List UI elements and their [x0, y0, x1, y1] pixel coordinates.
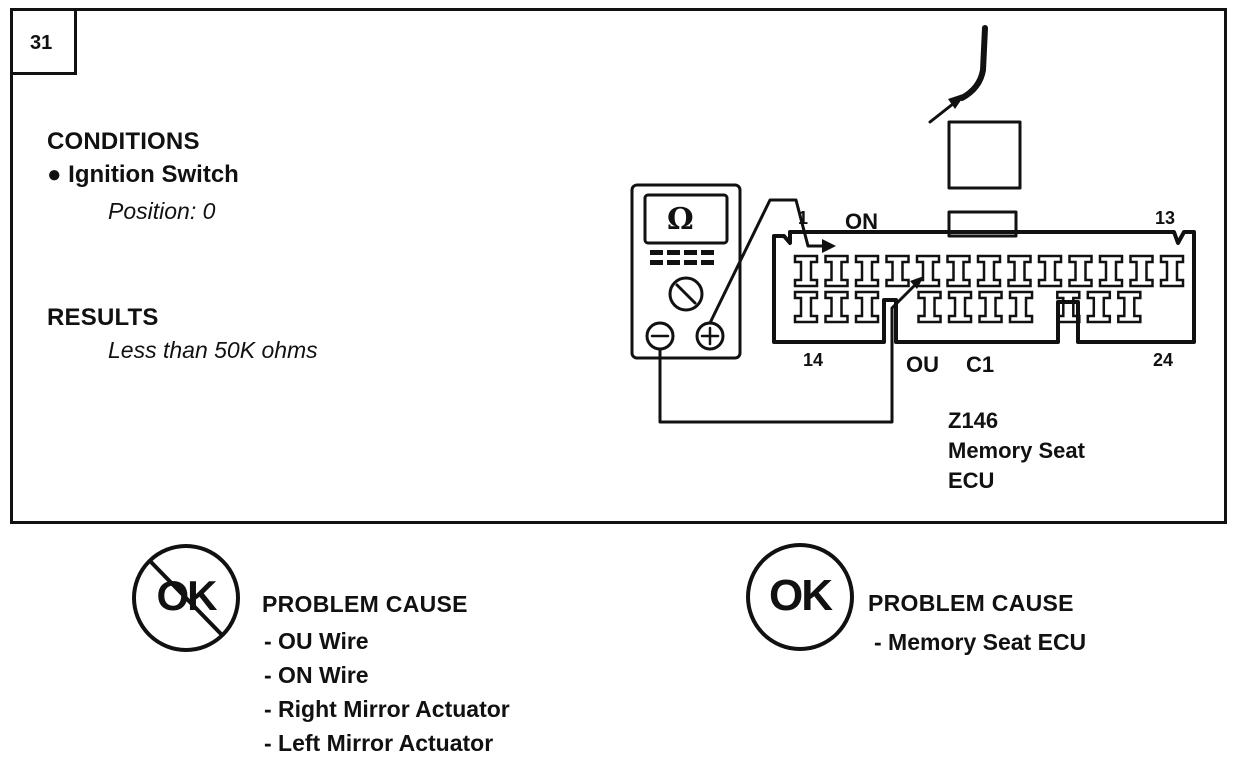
list-item: - OU Wire	[264, 628, 369, 654]
ok-badge-icon	[746, 543, 854, 651]
connector-pin-top	[1129, 254, 1154, 288]
results-detail: Less than 50K ohms	[108, 337, 318, 363]
lead-arrow-on	[822, 239, 836, 253]
conditions-heading: CONDITIONS	[47, 128, 200, 155]
connector-pin-bottom	[917, 290, 942, 324]
negative-test-lead	[658, 280, 920, 424]
positive-test-lead	[708, 198, 832, 325]
multimeter-dial	[668, 276, 704, 312]
not-ok-cause-list: - OU Wire - ON Wire - Right Mirror Actua…	[264, 628, 510, 764]
diagram-frame	[10, 8, 1227, 524]
connector-pin-top	[1098, 254, 1124, 288]
connector-pin-bottom	[1008, 290, 1034, 324]
terminal-label-on: ON	[845, 209, 878, 234]
connector-pin-top	[854, 254, 880, 288]
connector-pin-bottom	[824, 290, 849, 324]
pin-label-24: 24	[1153, 350, 1174, 370]
connector-pin-top	[1159, 254, 1185, 288]
connector-pin-bottom	[1086, 290, 1112, 324]
connector-pin-bottom	[1056, 290, 1081, 324]
connector-name-line2: ECU	[948, 468, 995, 493]
connector-pin-bottom	[793, 290, 819, 324]
pin-label-13: 13	[1155, 208, 1176, 228]
connector-pin-top	[1037, 254, 1063, 288]
connector-pin-bottom	[947, 290, 973, 324]
probe-arrow-head	[948, 93, 966, 109]
not-ok-badge-icon	[132, 544, 240, 652]
list-item: - Left Mirror Actuator	[264, 730, 494, 756]
connector-pin-top	[885, 254, 910, 288]
ok-cause-list: - Memory Seat ECU	[874, 629, 1086, 656]
condition-detail: Position: 0	[108, 198, 216, 224]
connector-name-line1: Memory Seat	[948, 438, 1085, 463]
connector-pin-top	[1007, 254, 1032, 288]
connector-pin-bottom	[1117, 290, 1142, 324]
list-item: - Right Mirror Actuator	[264, 696, 510, 722]
connector-latch	[947, 210, 1018, 238]
terminal-label-ou: OU	[906, 352, 939, 377]
ok-badge-text: OK	[769, 571, 833, 620]
ok-heading: PROBLEM CAUSE	[868, 590, 1074, 616]
step-number-box	[10, 8, 77, 75]
connector-pin-top	[824, 254, 849, 288]
results-heading: RESULTS	[47, 304, 159, 331]
step-number: 31	[30, 32, 53, 54]
pin-label-14: 14	[803, 350, 824, 370]
condition-item-label: Ignition Switch	[68, 161, 239, 188]
ohm-symbol: Ω	[667, 202, 694, 237]
connector-pin-bottom	[854, 290, 880, 324]
not-ok-heading: PROBLEM CAUSE	[262, 591, 468, 617]
connector-pin-top	[1068, 254, 1093, 288]
list-item: - ON Wire	[264, 662, 369, 688]
connector-housing	[772, 230, 1196, 344]
mating-connector	[947, 120, 1022, 190]
multimeter-body	[630, 183, 742, 360]
connector-pin-top	[915, 254, 941, 288]
connector-pin-top	[793, 254, 819, 288]
condition-item: ● Ignition Switch	[47, 161, 239, 189]
harness-cable	[959, 25, 988, 101]
bullet-icon: ●	[47, 161, 69, 188]
connector-pin-bottom	[978, 290, 1003, 324]
connector-pin-top	[946, 254, 971, 288]
connector-pins	[793, 254, 1185, 324]
terminal-label-c1: C1	[966, 352, 995, 377]
pin-label-1: 1	[798, 208, 809, 228]
list-item: - Memory Seat ECU	[874, 629, 1087, 655]
multimeter-display	[643, 193, 729, 245]
not-ok-badge-text: OK	[156, 572, 218, 619]
connector-id: Z146	[948, 408, 999, 433]
connector-pin-top	[976, 254, 1002, 288]
